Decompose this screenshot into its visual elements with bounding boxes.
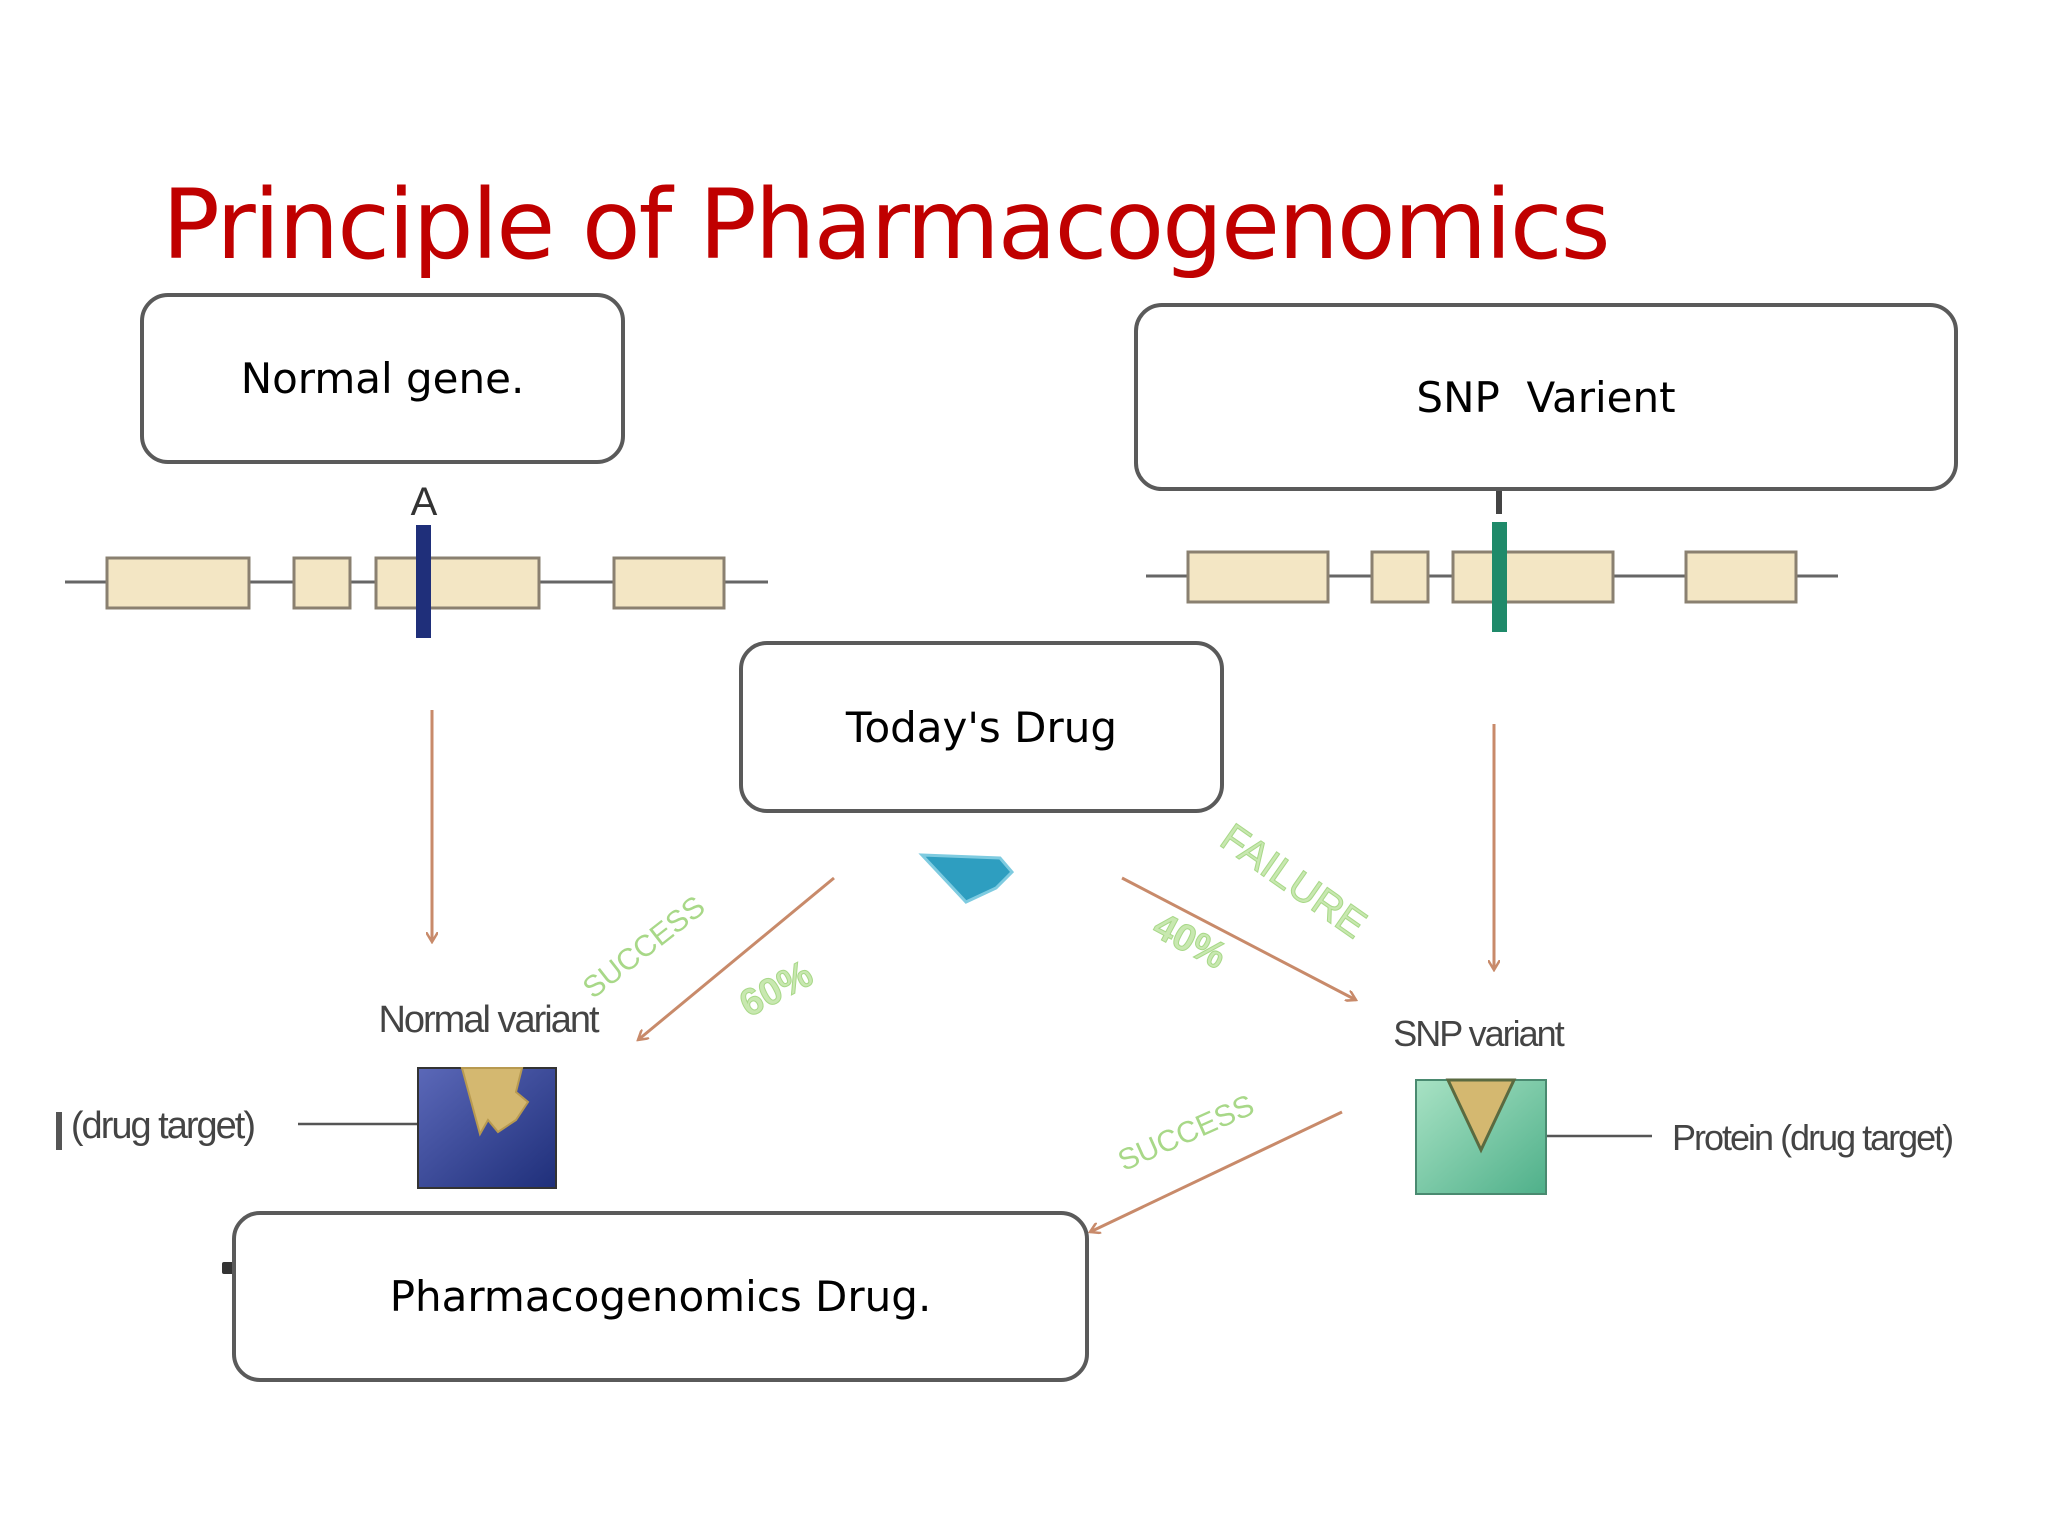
normal-exon-2 xyxy=(292,556,352,610)
failure-label: FAILURE xyxy=(1213,816,1375,948)
failure-percent: 40% xyxy=(1146,905,1233,978)
todays-drug-callout: Today's Drug xyxy=(739,641,1224,813)
normal-gene-diagram: A xyxy=(65,480,768,638)
normal-variant-label: Normal variant xyxy=(378,999,600,1041)
snp-variant-label: SNP variant xyxy=(1393,1013,1564,1054)
snp-protein-icon xyxy=(1415,1078,1547,1195)
normal-gene-callout: Normal gene. xyxy=(140,293,625,464)
normal-exon-3 xyxy=(374,556,541,610)
normal-exon-4 xyxy=(612,556,726,610)
allele-letter: A xyxy=(411,480,438,524)
left-protein-label: (drug target) xyxy=(71,1105,254,1147)
failure-arrow xyxy=(1121,876,1356,1000)
snp-marker xyxy=(1492,522,1507,632)
success-label-left: SUCCESS xyxy=(577,890,712,1005)
snp-exon-3 xyxy=(1451,550,1615,604)
success-arrow-left xyxy=(638,876,835,1040)
snp-variant-callout: SNP Varient xyxy=(1134,303,1958,491)
right-protein-label: Protein (drug target) xyxy=(1672,1117,1952,1158)
normal-exon-1 xyxy=(105,556,251,610)
normal-snp-marker xyxy=(416,525,431,638)
left-label-edge xyxy=(56,1112,62,1150)
success-arrow-bottom xyxy=(1090,1110,1343,1232)
snp-gene-diagram xyxy=(1146,490,1838,632)
snp-tick xyxy=(1496,490,1502,514)
snp-exon-4 xyxy=(1684,550,1798,604)
bullet-marker xyxy=(222,1262,234,1274)
snp-exon-1 xyxy=(1186,550,1330,604)
normal-protein-icon xyxy=(417,1067,557,1189)
pharmacogenomics-drug-callout: Pharmacogenomics Drug. xyxy=(232,1211,1089,1382)
snp-exon-2 xyxy=(1370,550,1430,604)
success-percent: 60% xyxy=(733,953,820,1026)
success-label-bottom: SUCCESS xyxy=(1113,1089,1259,1178)
drug-molecule-icon xyxy=(918,853,1015,904)
slide-title: Principle of Pharmacogenomics xyxy=(162,169,1611,281)
